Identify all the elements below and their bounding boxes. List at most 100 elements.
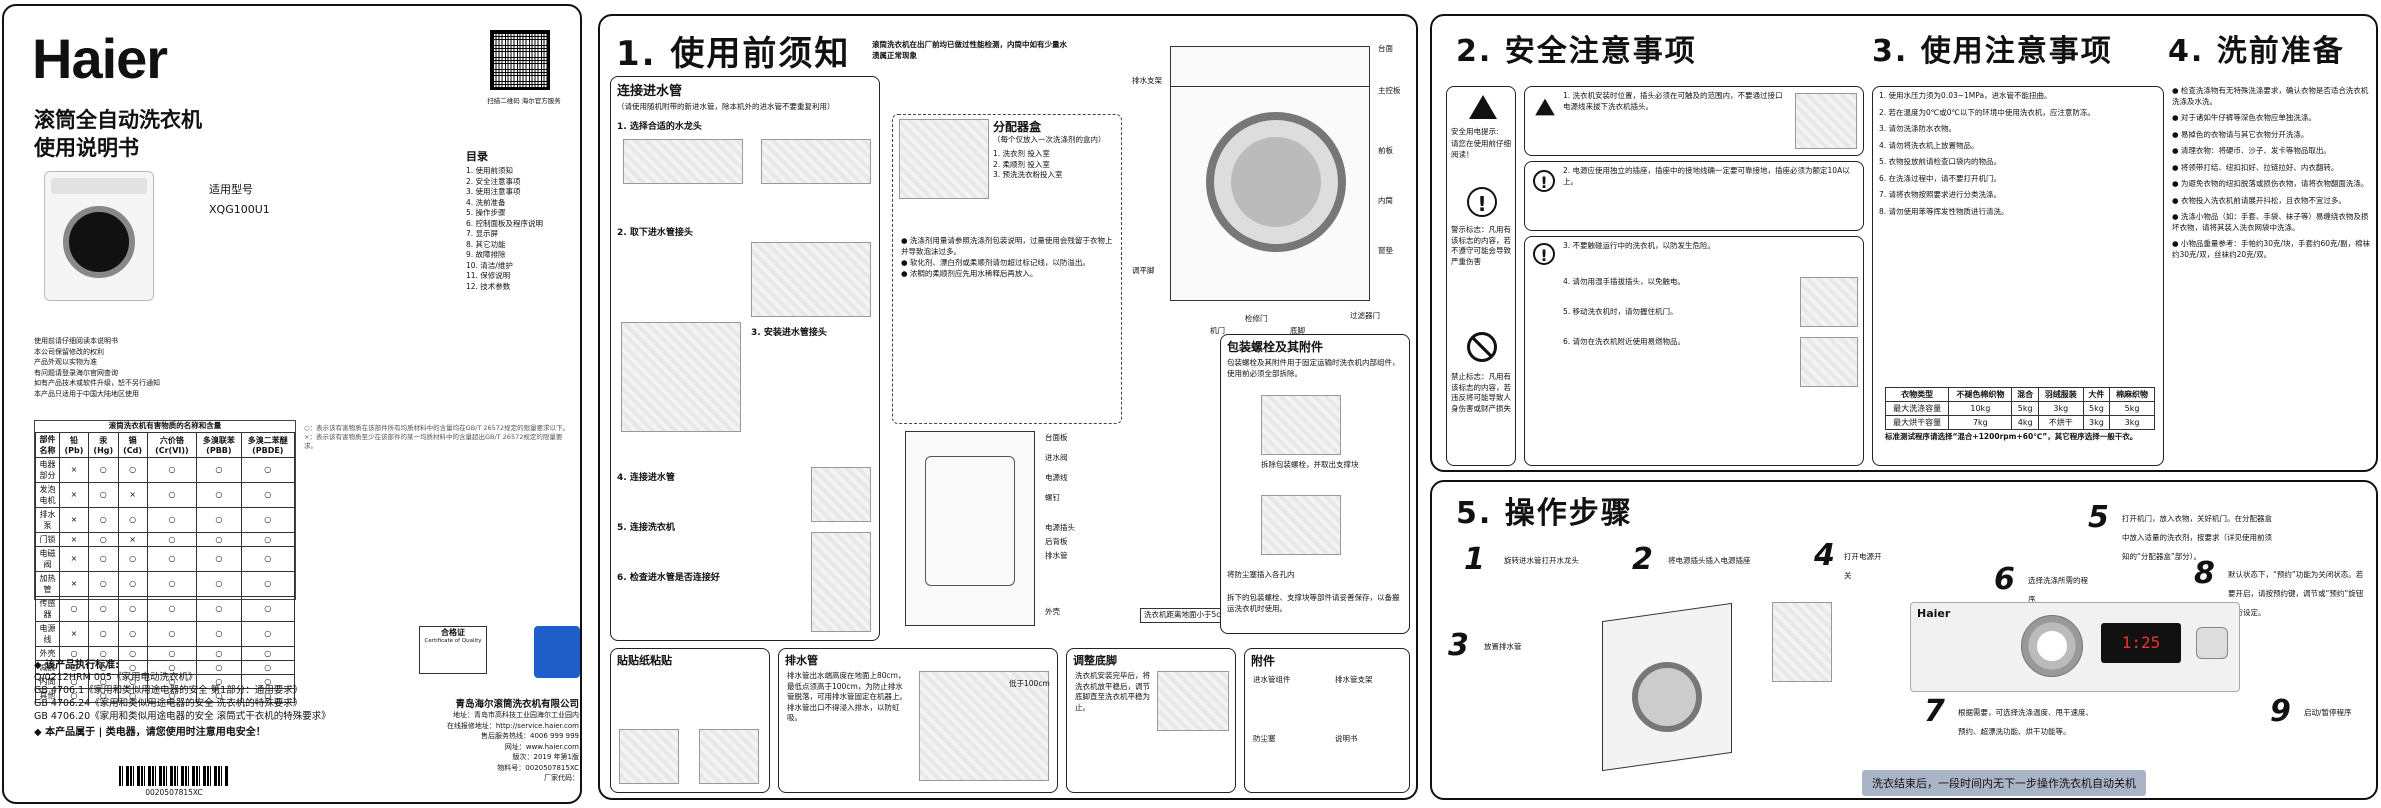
step-2: 2 将电源插头插入电源插座 xyxy=(1632,542,1768,577)
table-cell: 5kg xyxy=(2109,401,2155,416)
drain-illustration xyxy=(919,671,1049,781)
table-cell: ○ xyxy=(117,506,148,533)
exclamation-icon: ! xyxy=(1467,187,1497,217)
toc-item: 5. 操作步骤 xyxy=(466,208,506,217)
packing-text: 包装螺栓及其附件用于固定运输时洗衣机内部组件，使用前必须全部拆除。 xyxy=(1227,358,1400,378)
program-knob xyxy=(2021,615,2083,677)
table-header: 大件 xyxy=(2082,387,2111,402)
table-cell: 10kg xyxy=(1948,401,2013,416)
standard: GB 4706.1《家用和类似用途电器的安全 第1部分：通用要求》 xyxy=(34,685,303,696)
packing-illustration-1 xyxy=(1261,395,1341,455)
table-cell: × xyxy=(59,620,89,647)
toc-item: 4. 洗前准备 xyxy=(466,197,506,207)
accessory: 防尘塞 xyxy=(1253,734,1276,743)
inlet-step-6: 6. 检查进水管是否连接好 xyxy=(617,573,720,583)
step-number: 7 xyxy=(1924,694,1945,729)
factory-code: 厂家代码： xyxy=(544,774,579,782)
section-5-panel: 5. 操作步骤 1 旋转进水管打开水龙头 2 将电源插头插入电源插座 3 放置排… xyxy=(1430,480,2378,800)
certificate-title: 合格证 xyxy=(441,628,465,637)
check-illustration xyxy=(811,532,871,632)
table-cell: ○ xyxy=(117,620,148,647)
warn-label: 安全用电提示: xyxy=(1451,127,1499,136)
table-row: 外壳○○○○○○ xyxy=(35,645,296,661)
prep-list: ● 检查洗涤物有无特殊洗涤要求，确认衣物是否适合洗衣机洗涤及水洗。 ● 对于诸如… xyxy=(2172,86,2372,266)
hose-connect-illustration xyxy=(811,467,871,522)
safety-item-2: ! 2. 电源应使用独立的插座，插座中的接地线确一定要可靠接地，插座必须为额定1… xyxy=(1524,161,1864,231)
table-cell: ○ xyxy=(196,456,242,483)
table-cell: 其他 xyxy=(35,687,60,703)
step-8: 8 默认状态下，“预约”功能为关闭状态。若要开启，请按预约键，调节或“预约”旋钮… xyxy=(2194,556,2368,619)
drain-box: 排水管 排水管出水端高度在地面上80cm，最低点须高于100cm，为防止排水管脱… xyxy=(778,648,1058,793)
table-cell: 最大烘干容量 xyxy=(1884,415,1950,430)
part-label: 前板 xyxy=(1378,146,1393,155)
note: 如有产品技术或软件升级，恕不另行通知 xyxy=(34,379,160,387)
start-button[interactable] xyxy=(2196,627,2228,659)
step-text: 打开电源开关 xyxy=(1844,552,1882,580)
accessory: 进水管组件 xyxy=(1253,675,1291,684)
step-number: 6 xyxy=(1994,562,2015,597)
safety-text: 2. 电源应使用独立的插座，插座中的接地线确一定要可靠接地，插座必须为额定10A… xyxy=(1563,166,1850,186)
safety-item-1: 1. 洗衣机安装时位置，插头必须在可触及的范围内，不要通过接口电源线来拔下洗衣机… xyxy=(1524,86,1864,156)
washer-diagram: 台面 主控板 前板 内筒 窗垫 过滤器门 检修门 底脚 调平脚 排水支架 机门 xyxy=(1130,36,1410,335)
packing-title: 包装螺栓及其附件 xyxy=(1227,340,1324,354)
table-cell: ○ xyxy=(117,570,148,597)
manual-title: 滚筒全自动洗衣机 使用说明书 xyxy=(34,106,202,162)
note: 产品外观以实物为准 xyxy=(34,358,97,366)
table-header: 不褪色棉织物 xyxy=(1948,387,2013,402)
table-cell: × xyxy=(59,456,89,483)
version: 版次：2019 年第1版 xyxy=(512,753,580,761)
standards-block: ◆ 该产品执行标准: Q/0212HRM 005《家用电动洗衣机》 GB 470… xyxy=(34,656,334,738)
safety-text: 4. 请勿用湿手插拔插头，以免触电。 xyxy=(1563,277,1686,286)
table-cell: × xyxy=(59,506,89,533)
usage-item: 8. 请勿使用苯等挥发性物质进行清洗。 xyxy=(1879,206,2009,216)
certificate: 合格证 Certificate of Quality xyxy=(419,626,487,674)
table-cell: ○ xyxy=(196,620,242,647)
table-cell: ○ xyxy=(240,570,296,597)
note: 使用前请仔细阅读本说明书 xyxy=(34,337,118,345)
table-cell: 最大洗涤容量 xyxy=(1884,401,1950,416)
back-part-label: 后背板 xyxy=(1045,537,1068,546)
table-cell: 内筒 xyxy=(35,673,60,689)
accessory: 排水管支架 xyxy=(1335,675,1373,684)
hazard-table: 部件名称铅(Pb)汞(Hg)镉(Cd)六价铬(Cr(VI))多溴联苯(PBB)多… xyxy=(35,431,296,703)
table-cell: ○ xyxy=(146,545,198,572)
step-text: 默认状态下，“预约”功能为关闭状态。若要开启，请按预约键，调节或“预约”旋钮进行… xyxy=(2228,570,2364,617)
step-number: 5 xyxy=(2088,500,2109,535)
inlet-step-3: 3. 安装进水管接头 xyxy=(751,328,827,338)
qr-code-image xyxy=(490,30,550,90)
safety-text: 3. 不要触碰运行中的洗衣机，以防发生危险。 xyxy=(1563,241,1716,250)
inlet-title: 连接进水管 xyxy=(617,84,683,99)
warning-triangle-icon xyxy=(1469,95,1497,119)
table-cell: ○ xyxy=(240,481,296,508)
table-cell: ○ xyxy=(240,531,296,547)
inlet-step-2: 2. 取下进水管接头 xyxy=(617,228,693,238)
table-row: 减震○○○○○○ xyxy=(35,659,296,675)
table-cell: 电器部分 xyxy=(35,456,60,483)
display-screen: 1:25 xyxy=(2101,623,2181,663)
table-cell: ○ xyxy=(146,481,198,508)
leveling-title: 调整底脚 xyxy=(1073,654,1117,667)
step-text: 选择洗涤所需的程序 xyxy=(2028,576,2088,604)
table-header: 混合 xyxy=(2011,387,2039,402)
table-header: 衣物类型 xyxy=(1884,387,1950,402)
warning-triangle-icon xyxy=(1535,98,1555,116)
table-cell: × xyxy=(59,531,89,547)
part-label: 主控板 xyxy=(1378,86,1401,95)
table-row: 传感器○○○○○○ xyxy=(35,595,296,622)
part-label: 内筒 xyxy=(1378,196,1393,205)
sticker-box: 貼贴纸粘贴 xyxy=(610,648,770,793)
table-cell: ○ xyxy=(146,456,198,483)
prohibit-icon xyxy=(1467,332,1497,362)
hazard-table-title: 滚筒洗衣机有害物质的名称和含量 xyxy=(108,421,222,430)
test-tip: 标准测试程序请选择“混合+1200rpm+60℃”，其它程序选择一般干衣。 xyxy=(1885,432,2138,441)
table-cell: × xyxy=(59,570,89,597)
table-cell: 4kg xyxy=(2011,415,2039,430)
table-header: 铅(Pb) xyxy=(59,431,89,458)
step-9: 9 启动/暂停程序 xyxy=(2270,694,2364,729)
table-cell: × xyxy=(117,531,148,547)
packing-step-2: 将防尘塞插入各孔内 xyxy=(1227,570,1295,579)
toc-item: 3. 使用注意事项 xyxy=(466,187,521,196)
usage-item: 4. 请勿将洗衣机上放置物品。 xyxy=(1879,140,1979,150)
